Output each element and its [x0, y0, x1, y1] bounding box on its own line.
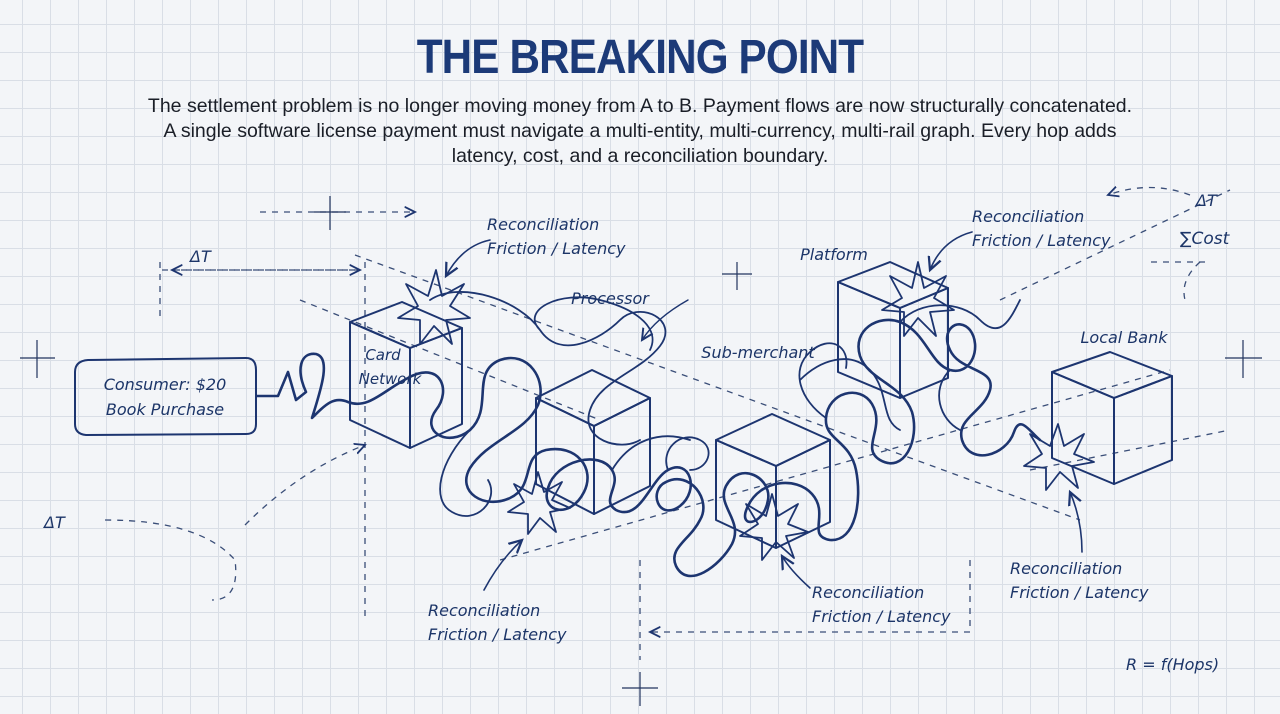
sum-cost-label: ∑Cost: [1180, 229, 1231, 249]
friction-burst: [881, 261, 955, 337]
friction-burst: [397, 269, 471, 345]
friction-annotations: Reconciliation Friction / Latency Reconc…: [428, 207, 1149, 644]
sub-merchant-cube: Sub-merchant: [701, 343, 831, 549]
consumer-node: Consumer: $20 Book Purchase: [74, 357, 257, 436]
delta-t-label: ΔT: [188, 247, 212, 266]
friction-label-line2: Friction / Latency: [487, 239, 626, 258]
page-subtitle: The settlement problem is no longer movi…: [147, 95, 1133, 167]
local-bank-label: Local Bank: [1080, 328, 1168, 347]
friction-bursts: [397, 261, 1095, 561]
friction-burst: [739, 493, 809, 561]
money-flow-path: [255, 291, 1042, 578]
processor-label: Processor: [571, 289, 650, 308]
friction-label-line1: Reconciliation: [487, 215, 599, 234]
consumer-label-line2: Book Purchase: [106, 400, 224, 419]
friction-label-line2: Friction / Latency: [812, 607, 951, 626]
card-network-label-line1: Card: [365, 346, 401, 364]
page-title: THE BREAKING POINT: [416, 31, 864, 84]
friction-label-line2: Friction / Latency: [972, 231, 1111, 250]
registration-marks: [20, 196, 1262, 706]
platform-label: Platform: [800, 245, 868, 264]
card-network-cube: Card Network: [349, 301, 463, 449]
friction-label-line2: Friction / Latency: [1010, 583, 1149, 602]
friction-label-line1: Reconciliation: [1010, 559, 1122, 578]
formula-label: R = f(Hops): [1126, 655, 1219, 674]
delta-t-label: ΔT: [42, 513, 66, 532]
friction-burst: [1023, 423, 1095, 491]
friction-label-line2: Friction / Latency: [428, 625, 567, 644]
guide-lines: [104, 188, 1231, 660]
consumer-label-line1: Consumer: $20: [104, 375, 227, 394]
processor-cube: Processor: [535, 289, 651, 515]
sub-merchant-label: Sub-merchant: [701, 343, 815, 362]
platform-cube: Platform: [800, 245, 949, 399]
friction-label-line1: Reconciliation: [812, 583, 924, 602]
local-bank-cube: Local Bank: [1051, 328, 1173, 485]
friction-label-line1: Reconciliation: [428, 601, 540, 620]
delta-t-label: ΔT: [1194, 191, 1218, 210]
card-network-label-line2: Network: [359, 370, 423, 388]
friction-burst: [507, 471, 571, 535]
friction-label-line1: Reconciliation: [972, 207, 1084, 226]
metric-labels: ΔT ΔT ΔT ∑Cost R = f(Hops): [42, 191, 1231, 674]
